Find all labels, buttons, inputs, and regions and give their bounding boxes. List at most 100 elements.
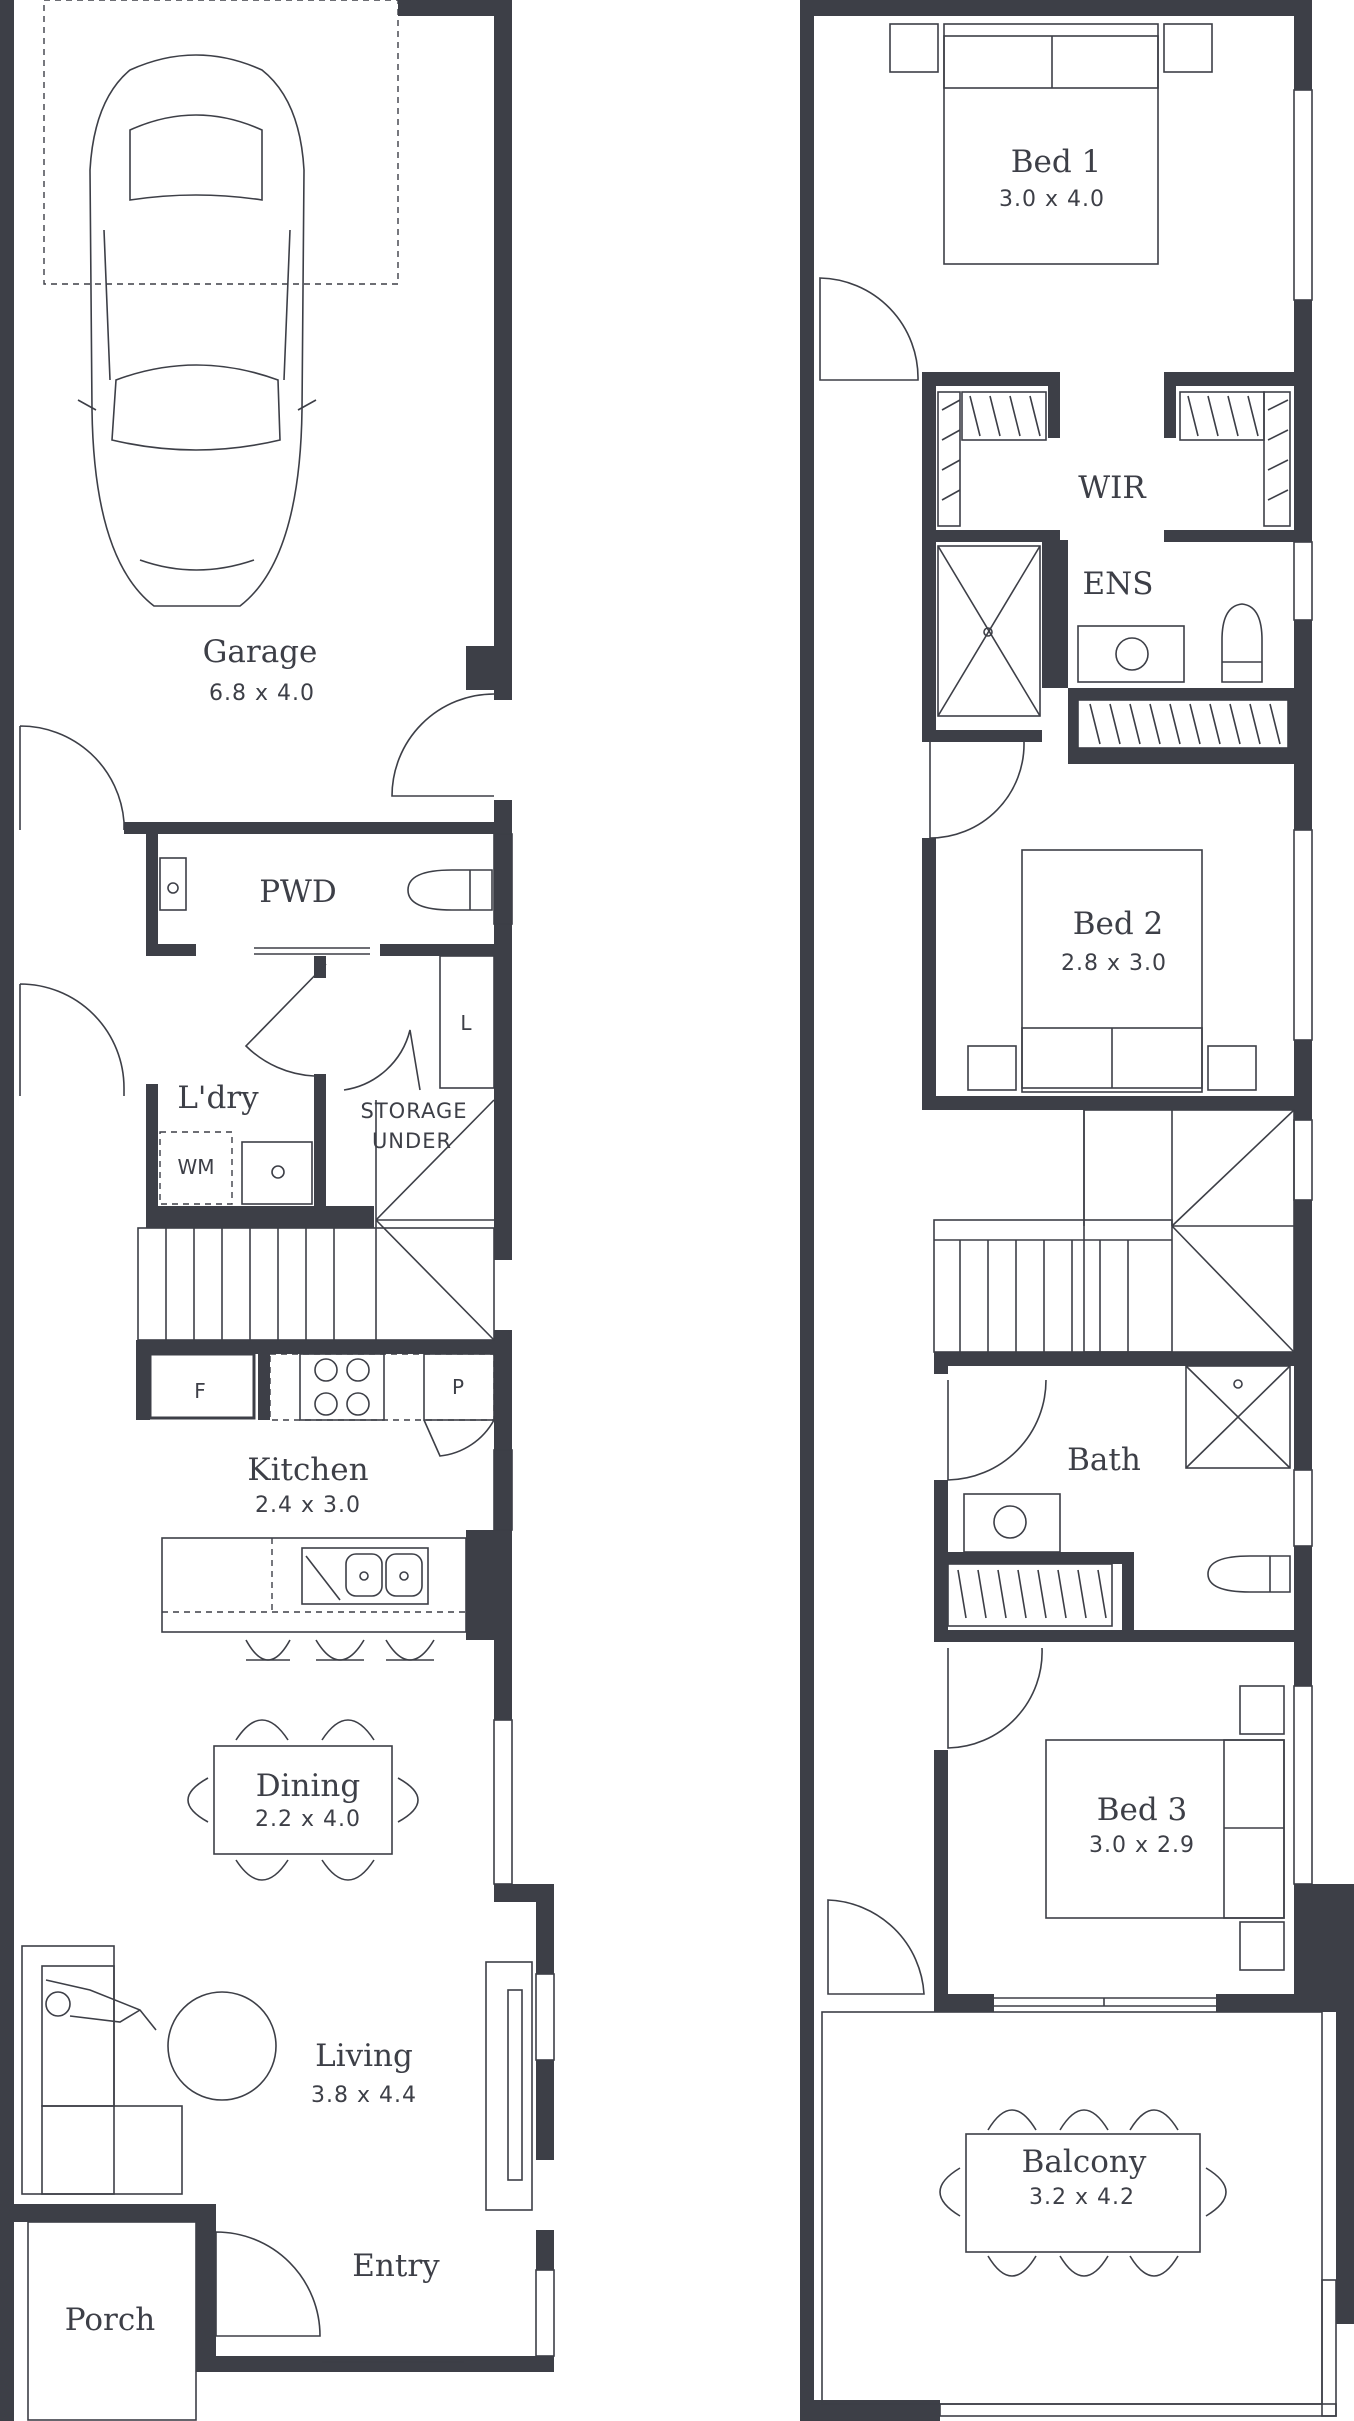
armchair [21,1945,183,2195]
storage-label-1: STORAGE [361,1099,468,1123]
pwd-left-wall [146,834,158,956]
laundry-left-wall [146,1084,158,1216]
bed2-dims: 2.8 x 3.0 [1061,951,1167,976]
tv-unit [485,1961,533,2211]
balcony-right-wall [1336,1884,1354,2324]
dining-dims: 2.2 x 4.0 [255,1807,361,1832]
upper-right-wall-6 [1294,1546,1312,1686]
garage-label: Garage [203,634,318,670]
ens-label: ENS [1083,566,1154,602]
window-dining [493,1719,513,1885]
bed3-bottom-wall-2 [1216,1994,1354,2012]
coffee-table [167,1991,277,2101]
kitchen-island [161,1537,467,1633]
bed2-door[interactable] [929,741,1025,839]
kitchen-left-wall [136,1340,150,1420]
bed3-door[interactable] [947,1647,1043,1749]
pwd-sliding-door[interactable] [254,947,370,955]
bath-door[interactable] [947,1379,1047,1481]
stairs-ground [137,1099,495,1341]
bed3-bottom-wall [934,1994,994,2012]
fridge [148,1352,256,1420]
laundry-tub [241,1141,313,1205]
garage-side-door[interactable] [19,725,125,830]
balcony-balustrade [939,2279,1337,2417]
wir-top-right-post [1164,372,1176,438]
wir-top-left-post [1048,372,1060,438]
bath-robe [947,1563,1113,1627]
balcony-chairs [939,2109,1227,2277]
linen-label: L [460,1011,472,1035]
bath-left-lower [934,1352,948,1374]
person-icon [45,1979,157,2031]
bed3-left-wall [934,1750,948,2012]
balcony-upper-door[interactable] [827,1899,925,1995]
window-bed2 [1293,829,1313,1041]
window-bed1 [1293,89,1313,301]
washing-machine [159,1131,233,1205]
dining-table [213,1745,393,1855]
island-stools [245,1639,435,1661]
cooktop [299,1353,385,1421]
ens-toilet [1221,603,1263,683]
window-stairs [1293,1119,1313,1201]
garage-rear-door[interactable] [391,693,495,797]
right-wall-kitchen [494,1330,512,1530]
bedside-table-3a [1239,1685,1285,1735]
bed1-label: Bed 1 [1011,144,1102,180]
front-wall [196,2356,554,2372]
bedside-table-2b [1207,1045,1257,1091]
kitchen-mid-post [258,1350,270,1420]
bedside-table-3b [1239,1921,1285,1971]
kitchen-label: Kitchen [247,1452,368,1488]
balcony-sliding-door[interactable] [994,1997,1216,2007]
bath-label: Bath [1067,1442,1141,1478]
dining-label: Dining [256,1768,360,1804]
bed1-door[interactable] [819,277,919,381]
ens-bottom-wall [922,730,1042,742]
stair-wall [136,1340,512,1354]
kitchen-pier [466,1530,512,1640]
bath-bottom-wall [934,1630,1312,1642]
fridge-label: F [194,1379,206,1403]
bed2-left-wall [922,838,936,1110]
bath-toilet [1207,1555,1291,1593]
bed3-label: Bed 3 [1097,1792,1188,1828]
pwd-basin [159,857,187,911]
laundry-door[interactable] [19,983,125,1096]
pantry [423,1353,495,1421]
upper-right-wall [1294,0,1312,90]
dining-chairs [187,1719,419,1881]
pantry-door[interactable] [423,1419,495,1457]
bath-vanity [963,1493,1061,1553]
porch-wall [196,2204,216,2372]
porch-bottom-left [0,2372,14,2421]
balcony-dims: 3.2 x 4.2 [1029,2185,1135,2210]
upper-right-wall-5 [1294,1200,1312,1470]
bed2-label: Bed 2 [1073,906,1164,942]
wir-left-wall [922,372,936,738]
upper-stair-wall [934,1352,1312,1366]
window-pwd [493,833,513,925]
window-bath [1293,1469,1313,1547]
living-dims: 3.8 x 4.4 [311,2083,417,2108]
stairs-upper [933,1109,1295,1353]
wm-label: WM [177,1155,214,1179]
bed1-dims: 3.0 x 4.0 [999,187,1105,212]
laundry-inner-door[interactable] [244,963,327,1077]
window-ens [1293,541,1313,621]
wir-bottom-left [922,530,1060,542]
storage-door[interactable] [343,1029,421,1091]
bedside-table-1a [889,23,939,73]
balcony-bottom-left [800,2400,940,2421]
bedside-table-1b [1163,23,1213,73]
bath-robe-wall-top [934,1552,1134,1564]
wir-label: WIR [1078,470,1147,506]
kitchen-dims: 2.4 x 3.0 [255,1493,361,1518]
window-bed3 [1293,1685,1313,1885]
laundry-right-wall [314,1074,326,1216]
entry-door[interactable] [215,2231,321,2337]
laundry-bottom-wall [146,1206,374,1228]
bed2-bottom-wall [922,1096,1312,1110]
